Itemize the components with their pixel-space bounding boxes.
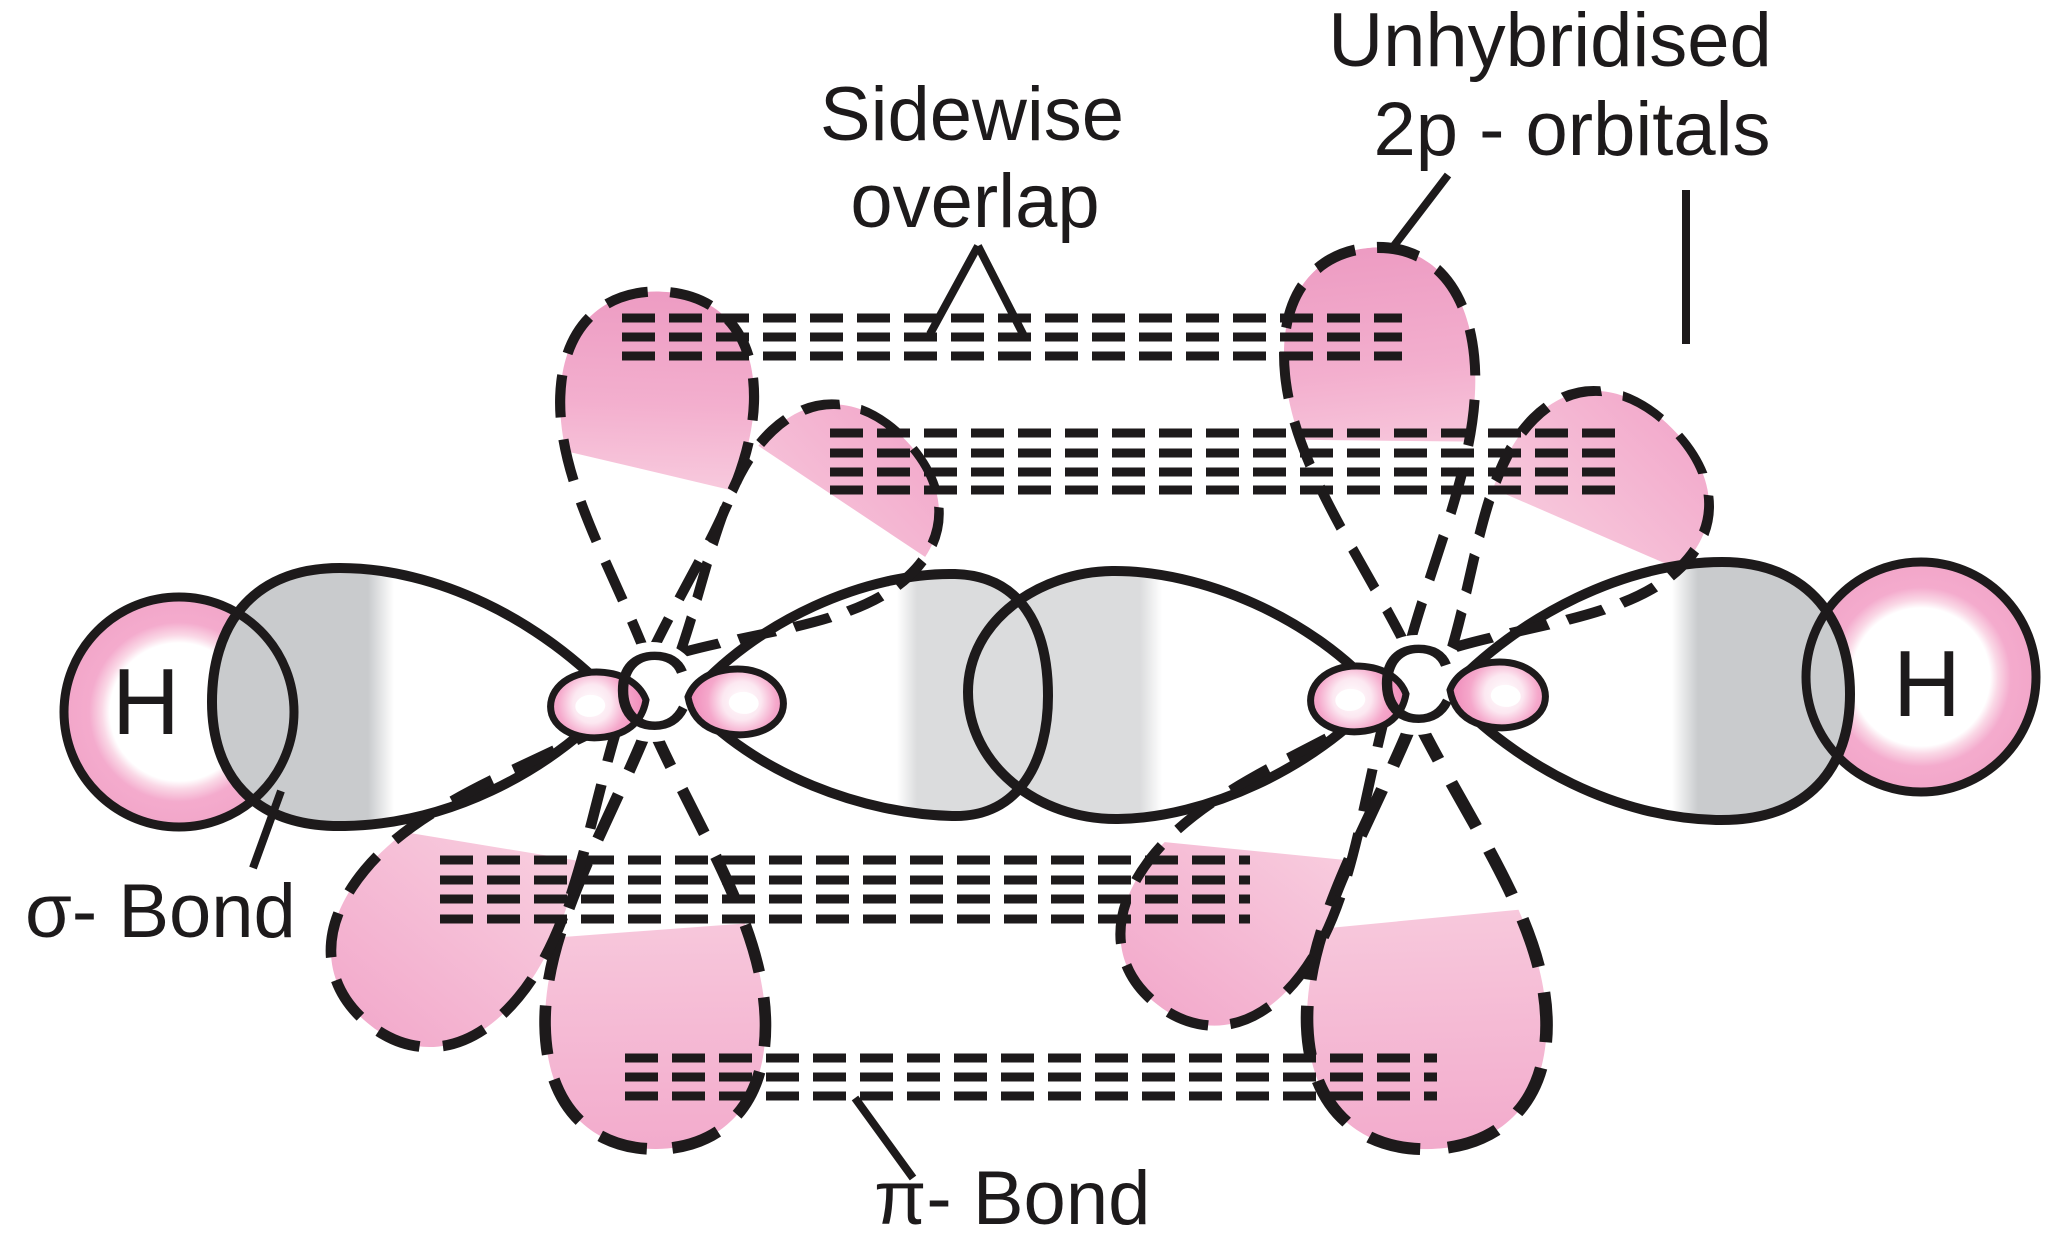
leader-lines — [249, 172, 1690, 1181]
solid-outlines — [59, 556, 2041, 832]
sigma-lobe-left-inner — [688, 573, 1048, 817]
label-unhybridised-line2: 2p - orbitals — [1373, 87, 1770, 172]
atom-carbon-right: C — [1376, 623, 1455, 746]
sigma-bond-leader — [249, 789, 285, 870]
sp-hybrid-lobe-fills — [212, 562, 1850, 827]
sidewise-leader-left — [926, 244, 982, 336]
sp-back-lobes — [548, 659, 1547, 741]
atom-carbon-left: C — [612, 630, 691, 753]
label-pi-bond: π- Bond — [874, 1156, 1150, 1241]
sigma-lobe-right-inner — [968, 570, 1380, 820]
label-sidewise-line2: overlap — [850, 159, 1099, 244]
sigma-lobe-left-outer — [212, 568, 616, 827]
label-sigma-bond: σ- Bond — [25, 869, 296, 954]
label-unhybridised-line1: Unhybridised — [1328, 0, 1772, 83]
hydrogen-1s-orbital-right — [1806, 562, 2036, 792]
pi-overlap-group-bottom — [625, 1053, 1437, 1101]
unhybridised-leader-left — [1389, 172, 1452, 250]
label-sidewise-line1: Sidewise — [820, 72, 1124, 157]
atom-hydrogen-right: H — [1893, 631, 1961, 736]
pi-overlap-group-lower-tilted — [440, 855, 1250, 924]
atom-hydrogen-left: H — [112, 649, 180, 754]
pi-bond-leader — [851, 1095, 917, 1181]
pi-overlap-group-upper-tilted — [830, 428, 1627, 495]
sidewise-leader-right — [974, 244, 1028, 338]
